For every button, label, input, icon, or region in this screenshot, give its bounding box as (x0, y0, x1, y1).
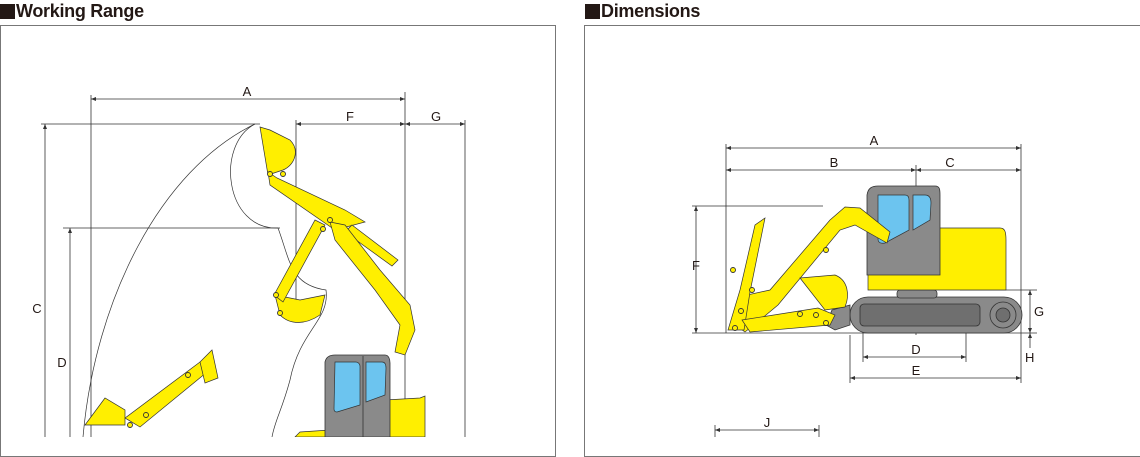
heading-square-icon (0, 3, 15, 19)
label-d: D (57, 355, 66, 370)
heading-square-icon (585, 3, 600, 19)
arm-raised (267, 171, 366, 231)
excavator-transport (727, 185, 1023, 334)
arm-low (124, 361, 213, 428)
dim-label-b: B (830, 155, 839, 170)
bucket-mid (274, 294, 326, 323)
dimensions-title: Dimensions (601, 0, 701, 21)
dim-label-f: F (692, 258, 700, 273)
dim-label-h: H (1025, 350, 1034, 365)
dim-label-e: E (912, 363, 921, 378)
label-g: G (431, 109, 441, 124)
cab-window-side (912, 194, 932, 231)
counterweight (384, 395, 426, 437)
arm (727, 217, 766, 331)
working-range-heading: Working Range (0, 0, 144, 22)
dim-label-g: G (1034, 304, 1044, 319)
dimensions-heading: Dimensions (585, 0, 700, 22)
diagram-canvas: A F G C D (32, 84, 1044, 437)
bucket-raised (259, 126, 296, 176)
dim-label-a: A (870, 133, 879, 148)
working-range-title: Working Range (16, 0, 144, 21)
excavator-working-range (84, 126, 426, 437)
working-range-dimension-lines (41, 92, 466, 437)
dozer-blade (825, 304, 851, 331)
dim-label-c: C (945, 155, 954, 170)
label-f: F (346, 109, 354, 124)
bucket (799, 274, 848, 311)
dim-label-d: D (911, 342, 920, 357)
cab-window-side (365, 361, 387, 403)
label-a: A (243, 84, 252, 99)
cab-window-front (333, 361, 361, 413)
bucket-low (84, 397, 126, 426)
boom (329, 221, 416, 356)
label-c: C (32, 301, 41, 316)
dim-label-j: J (764, 415, 771, 430)
